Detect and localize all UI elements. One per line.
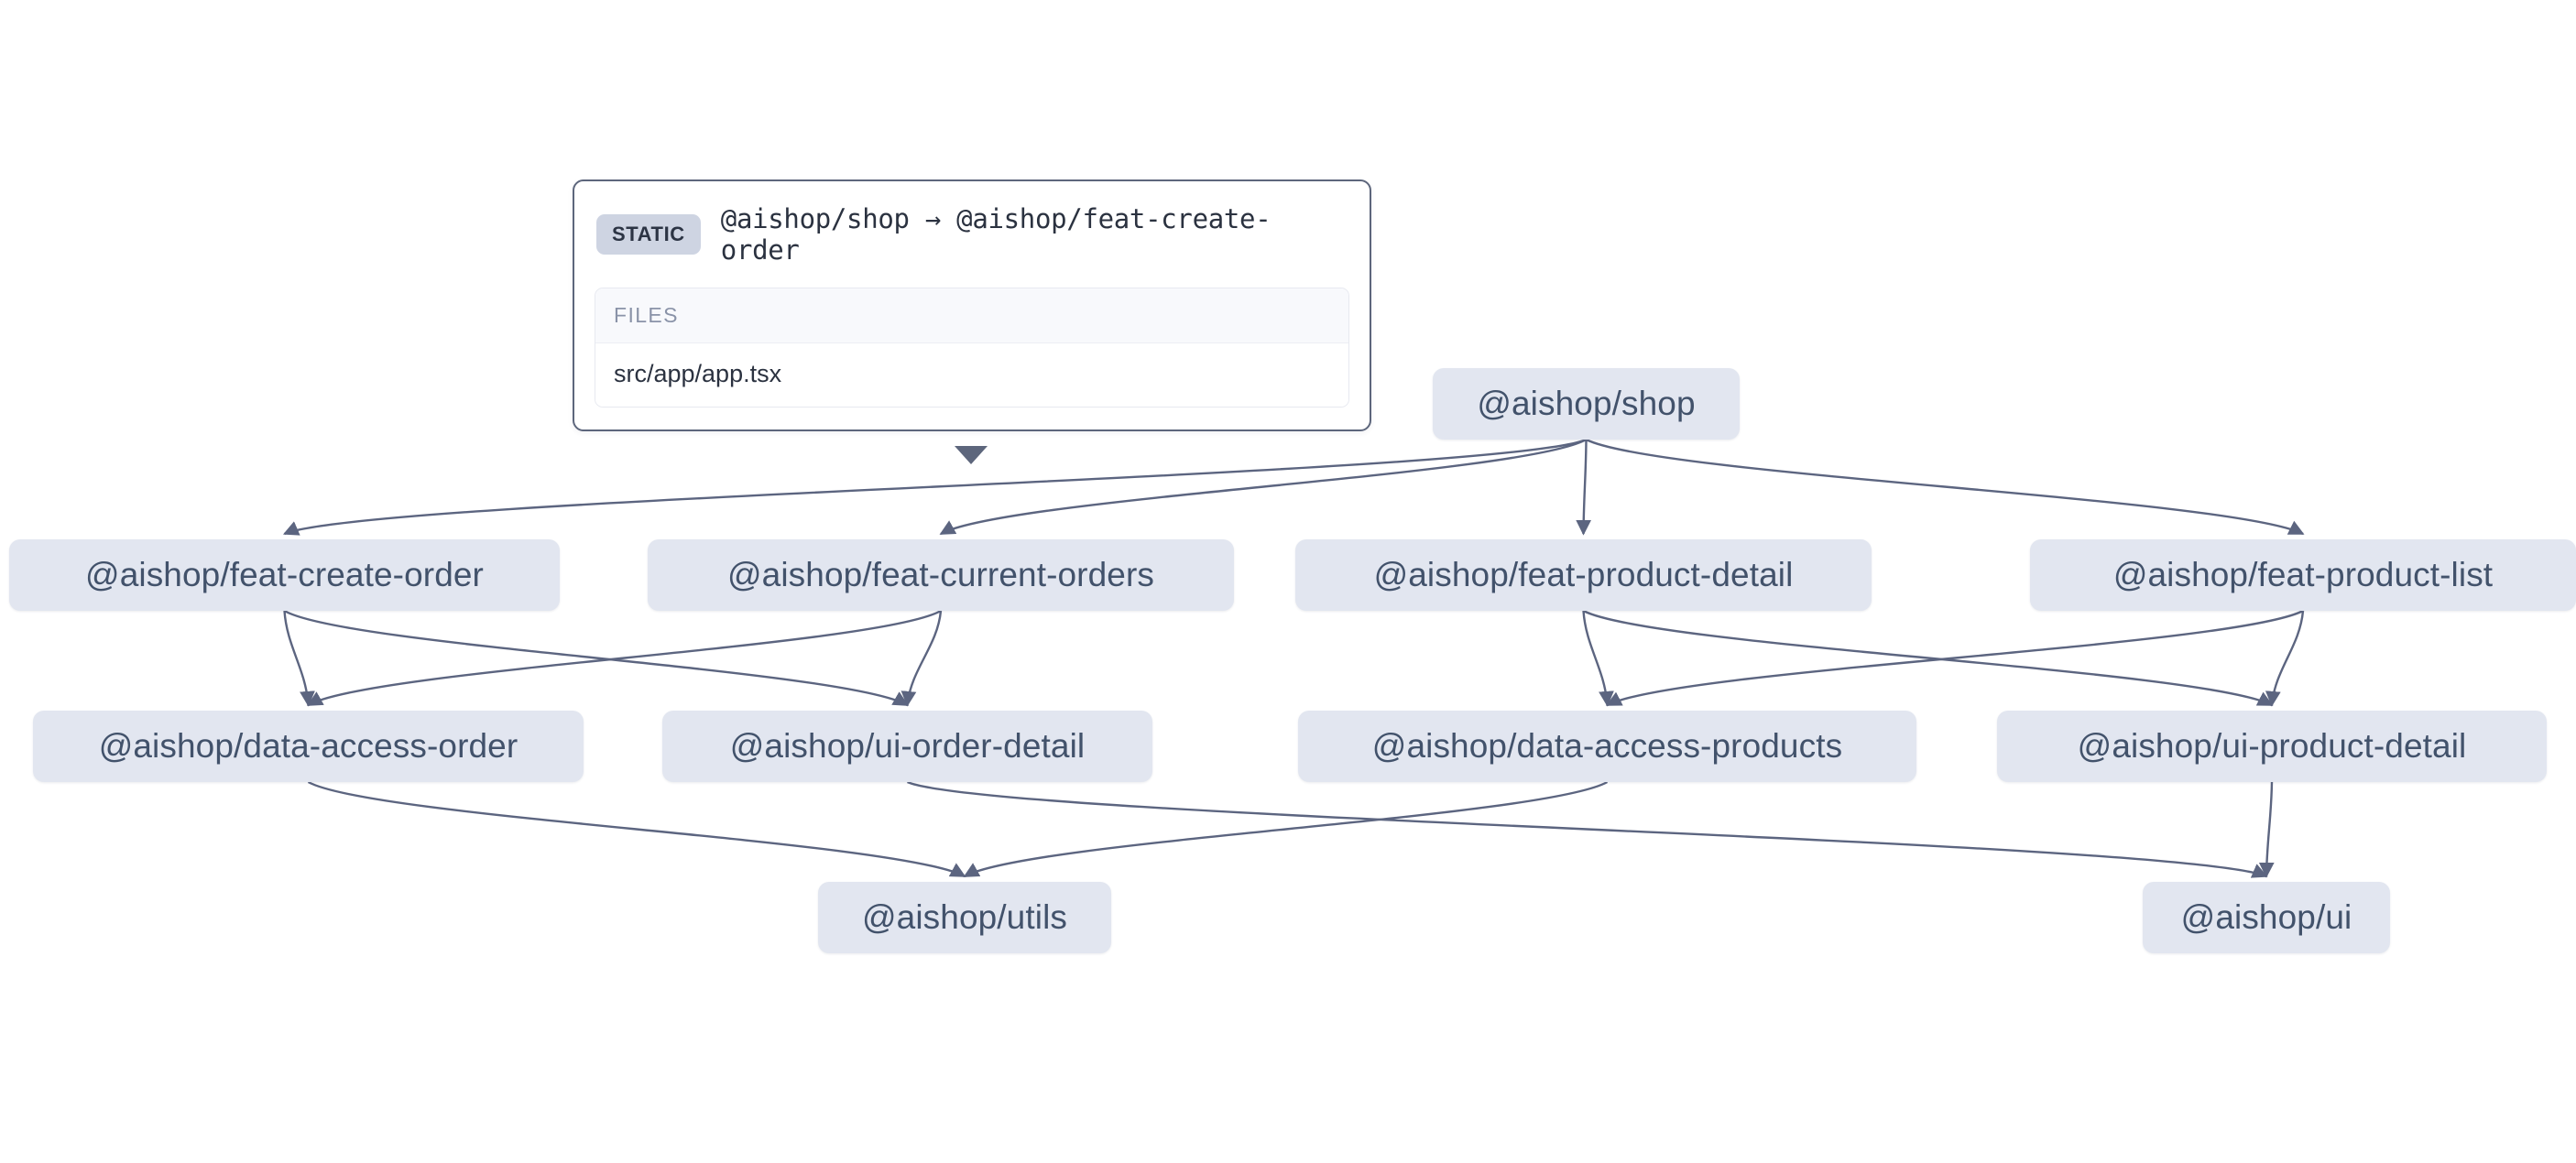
graph-node-ui[interactable]: @aishop/ui bbox=[2143, 882, 2390, 953]
graph-node-shop[interactable]: @aishop/shop bbox=[1433, 368, 1740, 440]
graph-edge-feat-product-detail-to-ui-product-detail bbox=[1582, 609, 2274, 707]
graph-node-ui-order-detail[interactable]: @aishop/ui-order-detail bbox=[662, 711, 1152, 782]
graph-node-label: @aishop/feat-current-orders bbox=[727, 556, 1154, 593]
graph-node-label: @aishop/ui bbox=[2180, 898, 2352, 936]
graph-node-utils[interactable]: @aishop/utils bbox=[818, 882, 1111, 953]
graph-node-ui-product-detail[interactable]: @aishop/ui-product-detail bbox=[1997, 711, 2547, 782]
graph-edge-shop-to-feat-create-order bbox=[282, 438, 1587, 536]
graph-edge-feat-create-order-to-data-access-order bbox=[283, 610, 315, 707]
graph-node-label: @aishop/data-access-products bbox=[1371, 727, 1843, 765]
graph-edge-feat-create-order-to-ui-order-detail bbox=[283, 609, 909, 707]
file-list-item[interactable]: src/app/app.tsx bbox=[595, 343, 1348, 407]
graph-node-feat-create-order[interactable]: @aishop/feat-create-order bbox=[9, 539, 560, 611]
graph-node-data-access-order[interactable]: @aishop/data-access-order bbox=[33, 711, 584, 782]
graph-node-feat-product-list[interactable]: @aishop/feat-product-list bbox=[2030, 539, 2576, 611]
graph-node-label: @aishop/ui-order-detail bbox=[729, 727, 1086, 765]
graph-node-data-access-products[interactable]: @aishop/data-access-products bbox=[1298, 711, 1916, 782]
dependency-tooltip-card[interactable]: STATIC @aishop/shop → @aishop/feat-creat… bbox=[573, 179, 1371, 431]
tooltip-pointer-icon bbox=[955, 446, 988, 464]
graph-node-label: @aishop/shop bbox=[1477, 385, 1696, 422]
graph-edge-ui-product-detail-to-ui bbox=[2258, 781, 2275, 878]
graph-edge-data-access-products-to-utils bbox=[963, 780, 1609, 878]
graph-edge-shop-to-feat-current-orders bbox=[939, 438, 1588, 536]
graph-edge-feat-product-list-to-ui-product-detail bbox=[2265, 610, 2305, 707]
static-badge: STATIC bbox=[596, 214, 701, 255]
graph-node-label: @aishop/feat-product-detail bbox=[1373, 556, 1794, 593]
files-table: FILES src/app/app.tsx bbox=[595, 288, 1349, 408]
graph-node-feat-current-orders[interactable]: @aishop/feat-current-orders bbox=[648, 539, 1234, 611]
graph-node-label: @aishop/utils bbox=[862, 898, 1067, 936]
dependency-path-label: @aishop/shop → @aishop/feat-create-order bbox=[720, 203, 1272, 266]
graph-edge-shop-to-feat-product-detail bbox=[1576, 439, 1592, 536]
graph-node-label: @aishop/feat-create-order bbox=[85, 556, 484, 593]
graph-node-label: @aishop/feat-product-list bbox=[2112, 556, 2494, 593]
graph-node-feat-product-detail[interactable]: @aishop/feat-product-detail bbox=[1295, 539, 1872, 611]
graph-edge-ui-order-detail-to-ui bbox=[907, 780, 2268, 878]
graph-node-label: @aishop/ui-product-detail bbox=[2077, 727, 2467, 765]
graph-edge-feat-product-detail-to-data-access-products bbox=[1582, 610, 1614, 707]
files-column-header: FILES bbox=[595, 288, 1348, 343]
graph-edge-data-access-order-to-utils bbox=[307, 780, 966, 878]
graph-edge-feat-current-orders-to-ui-order-detail bbox=[901, 610, 943, 707]
graph-edge-feat-current-orders-to-data-access-order bbox=[307, 609, 942, 707]
graph-edge-shop-to-feat-product-list bbox=[1585, 438, 2305, 536]
tooltip-header: STATIC @aishop/shop → @aishop/feat-creat… bbox=[595, 200, 1349, 275]
graph-node-label: @aishop/data-access-order bbox=[98, 727, 518, 765]
graph-edge-feat-product-list-to-data-access-products bbox=[1606, 609, 2304, 707]
